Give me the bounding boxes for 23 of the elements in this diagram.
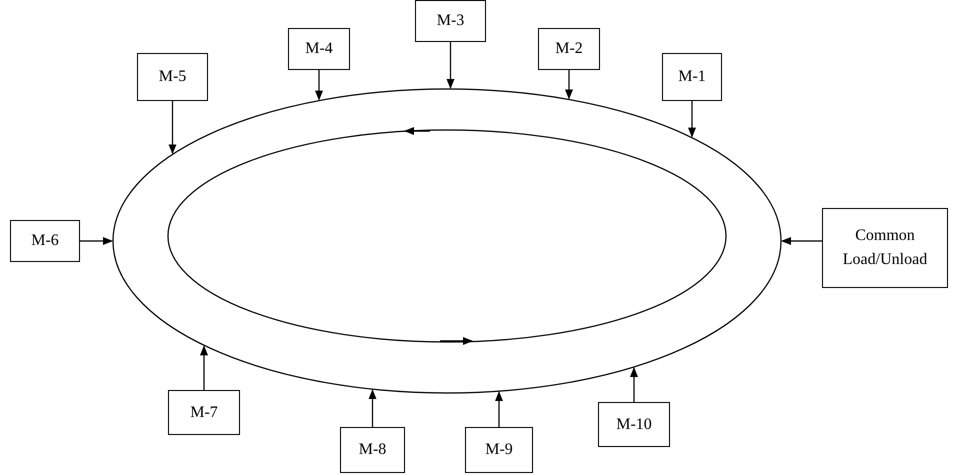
loop-track: [112, 88, 782, 394]
machine-box: M-3: [415, 0, 486, 42]
arrow: [168, 101, 176, 154]
arrow: [781, 237, 822, 245]
arrow: [688, 101, 696, 138]
arrow: [446, 42, 454, 89]
arrow: [368, 389, 376, 427]
machine-box: M-2: [538, 28, 600, 70]
machine-box: M-4: [288, 28, 350, 70]
arrow: [495, 391, 503, 427]
machine-box: M-1: [662, 53, 722, 101]
machine-box: M-5: [137, 53, 208, 101]
machine-box: M-9: [465, 427, 533, 473]
arrow: [200, 345, 208, 390]
machine-box: M-6: [10, 220, 80, 262]
arrow: [80, 237, 113, 245]
arrow: [565, 70, 573, 100]
machine-box: Common Load/Unload: [822, 208, 948, 288]
machine-box: M-7: [168, 390, 240, 435]
arrow: [630, 366, 638, 402]
machine-box: M-10: [598, 402, 670, 447]
machine-box: M-8: [340, 427, 405, 473]
arrow: [315, 70, 323, 101]
